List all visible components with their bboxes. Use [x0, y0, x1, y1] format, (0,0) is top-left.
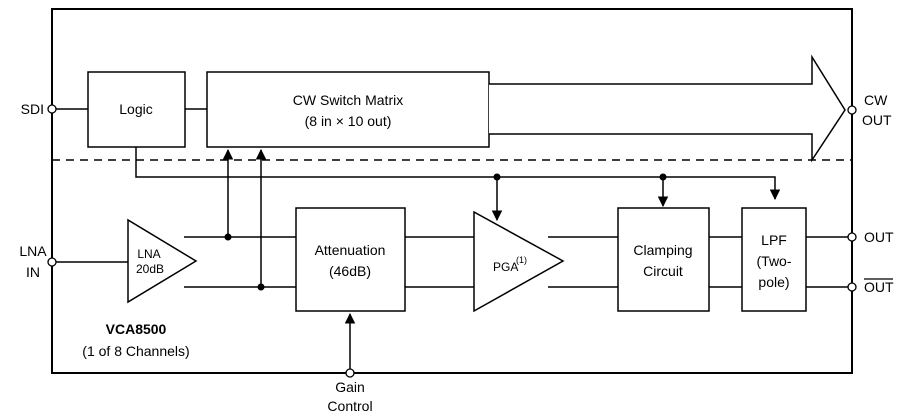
out-label: OUT — [864, 229, 894, 245]
attenuation-value: (46dB) — [329, 263, 371, 279]
pga-amplifier — [473, 210, 565, 313]
junction-dot-clamp — [659, 173, 667, 181]
logic-block — [87, 71, 186, 148]
clamping-circuit-block — [617, 207, 710, 312]
lna-gain-label: 20dB — [136, 262, 164, 276]
cw-output-bus-arrow — [489, 54, 846, 163]
cw-out-label-2: OUT — [862, 112, 892, 128]
lpf-label: LPF — [761, 232, 787, 248]
cw-matrix-sublabel: (8 in × 10 out) — [305, 113, 392, 129]
logic-label: Logic — [119, 101, 152, 117]
chip-outline — [51, 8, 853, 374]
cw-out-label-1: CW — [864, 92, 888, 108]
out-bar-pin — [847, 282, 857, 292]
logic-control-wire — [135, 147, 497, 178]
device-name: VCA8500 — [106, 321, 167, 337]
cw-out-pin — [847, 105, 857, 115]
lna-in-label-2: IN — [26, 264, 40, 280]
attenuation-label: Attenuation — [315, 242, 386, 258]
sdi-pin — [47, 104, 57, 114]
attenuation-block — [295, 207, 406, 312]
device-channels: (1 of 8 Channels) — [82, 343, 189, 359]
cw-switch-matrix-block — [206, 71, 490, 148]
clamping-sublabel: Circuit — [643, 263, 683, 279]
out-pin — [847, 232, 857, 242]
gain-control-pin — [345, 368, 355, 378]
junction-dot-pga — [493, 173, 501, 181]
lna-in-label-1: LNA — [19, 243, 47, 259]
lna-amplifier — [127, 218, 198, 304]
lna-in-pin — [47, 257, 57, 267]
out-bar-label: OUT — [864, 279, 894, 295]
lna-label: LNA — [137, 247, 160, 261]
gain-control-label-1: Gain — [335, 379, 365, 395]
pga-label: PGA — [493, 260, 518, 274]
pga-footnote: (1) — [516, 255, 527, 265]
sdi-label: SDI — [21, 101, 44, 117]
clamping-label: Clamping — [633, 242, 692, 258]
lpf-sublabel-2: pole) — [758, 274, 789, 290]
lpf-block — [741, 207, 807, 312]
gain-control-label-2: Control — [327, 398, 372, 414]
cw-matrix-label: CW Switch Matrix — [293, 92, 403, 108]
lpf-sublabel-1: (Two- — [757, 253, 792, 269]
control-to-lpf-wire — [663, 176, 781, 201]
